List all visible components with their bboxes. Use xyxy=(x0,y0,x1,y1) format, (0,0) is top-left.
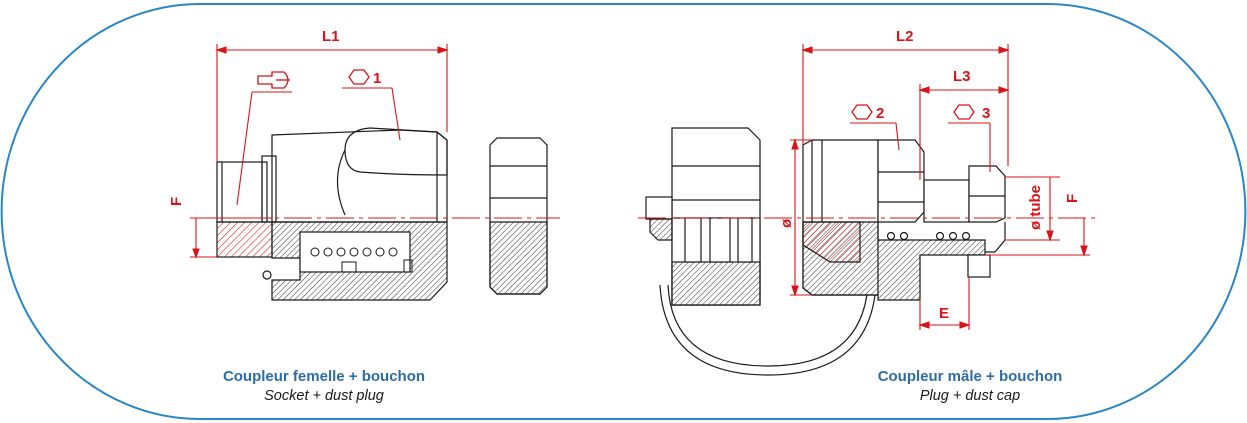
socket-drawing xyxy=(216,127,448,301)
dim-tube: ø tube xyxy=(1027,185,1044,230)
plug-dimensions xyxy=(638,44,1098,330)
dust-plug-drawing xyxy=(489,137,548,295)
wrench-icon xyxy=(257,71,290,89)
plug-drawing xyxy=(802,139,1006,301)
plug-caption-title: Coupleur mâle + bouchon xyxy=(877,368,1063,385)
socket-caption-subtitle: Socket + dust plug xyxy=(264,388,384,404)
dim-e: E xyxy=(939,305,949,322)
dim-hex-1: 1 xyxy=(373,70,381,87)
dust-cap-drawing xyxy=(645,127,877,376)
dim-hex-3: 3 xyxy=(982,105,990,122)
socket-dimensions xyxy=(190,44,560,259)
dim-l1: L1 xyxy=(322,28,340,45)
hexagon-icon xyxy=(348,69,370,85)
plug-caption-subtitle: Plug + dust cap xyxy=(919,388,1021,404)
dim-l3: L3 xyxy=(953,68,971,85)
hexagon-icon xyxy=(851,104,873,120)
dim-hex-2: 2 xyxy=(876,105,884,122)
dim-f-left: F xyxy=(168,197,185,206)
socket-caption-title: Coupleur femelle + bouchon xyxy=(222,368,426,385)
hexagon-icon xyxy=(953,104,975,120)
rounded-frame xyxy=(0,3,1247,420)
dim-diameter: ø xyxy=(778,218,795,228)
dim-f-right: F xyxy=(1064,194,1081,203)
dim-l2: L2 xyxy=(896,28,914,45)
